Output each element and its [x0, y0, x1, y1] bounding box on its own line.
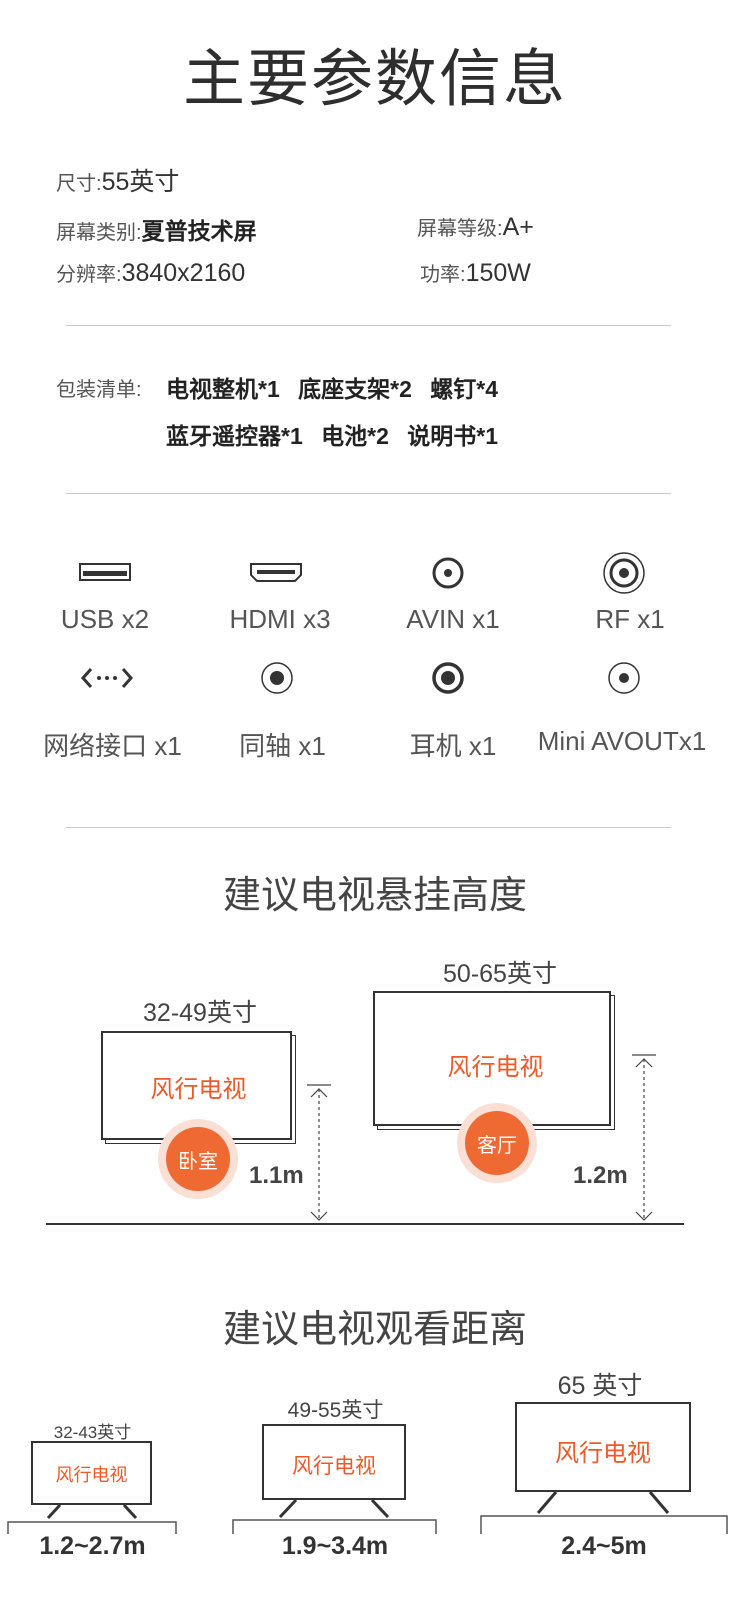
port-label-headphone: 耳机 x1: [409, 731, 497, 761]
spec-size-value: 55英寸: [101, 168, 180, 196]
spec-screen-type: 屏幕类别:夏普技术屏: [56, 212, 257, 246]
rf-port-icon: [594, 552, 654, 594]
port-label-avin: AVIN x1: [406, 604, 500, 634]
port-label-hdmi: HDMI x3: [229, 604, 331, 634]
avin-port-icon: [418, 553, 478, 593]
viewing-tv-2: [262, 1424, 406, 1500]
viewing-distance-2: 1.9~3.4m: [281, 1532, 389, 1560]
height-arrows: [46, 1054, 684, 1225]
viewing-brand-1: 风行电视: [55, 1465, 128, 1485]
usb-port-icon: [75, 553, 135, 593]
divider: [66, 493, 671, 494]
spec-resolution-label: 分辨率:: [56, 264, 122, 286]
divider: [66, 325, 671, 326]
viewing-tv-1: [31, 1441, 152, 1505]
port-label-network: 网络接口 x1: [43, 731, 182, 761]
viewing-distance-1: 1.2~2.7m: [39, 1532, 146, 1560]
bedroom-badge: 卧室: [166, 1127, 230, 1191]
headphone-port-icon: [418, 658, 478, 698]
hanging-large-tv: [373, 991, 611, 1126]
spec-power: 功率:150W: [420, 258, 531, 288]
viewing-distance-3: 2.4~5m: [561, 1532, 647, 1560]
hanging-large-height: 1.2m: [573, 1162, 628, 1189]
port-label-mini-avout: Mini AVOUTx1: [537, 726, 707, 756]
network-port-icon: [77, 658, 137, 698]
spec-power-value: 150W: [465, 259, 531, 287]
mini-avout-port-icon: [594, 658, 654, 698]
living-room-badge: 客厅: [465, 1111, 529, 1175]
spec-screen-type-label: 屏幕类别:: [56, 222, 142, 244]
hanging-small-size-label: 32-49英寸: [143, 999, 257, 1027]
viewing-tv-3: [515, 1402, 691, 1492]
spec-screen-grade-label: 屏幕等级:: [417, 218, 503, 240]
spec-screen-grade-value: A+: [502, 213, 534, 241]
tv-stands-and-brackets: [7, 1491, 728, 1534]
port-label-rf: RF x1: [595, 604, 665, 634]
divider: [66, 827, 671, 828]
spec-screen-type-value: 夏普技术屏: [141, 218, 257, 244]
viewing-size-label-2: 49-55英寸: [287, 1399, 384, 1422]
page-title: 主要参数信息: [182, 45, 567, 114]
hanging-height-title: 建议电视悬挂高度: [222, 875, 527, 917]
package-label: 包装清单:: [56, 379, 142, 401]
spec-size-label: 尺寸:: [56, 173, 102, 195]
package-line-2: 蓝牙遥控器*1 电池*2 说明书*1: [166, 423, 499, 449]
viewing-brand-3: 风行电视: [555, 1440, 651, 1467]
hanging-small-tv: [101, 1031, 292, 1140]
viewing-size-label-3: 65 英寸: [557, 1372, 643, 1400]
port-label-coaxial: 同轴 x1: [239, 731, 326, 761]
package-line-1: 电视整机*1 底座支架*2 螺钉*4: [166, 376, 499, 402]
spec-screen-grade: 屏幕等级:A+: [417, 212, 534, 242]
hanging-large-size-label: 50-65英寸: [443, 960, 557, 988]
spec-size: 尺寸:55英寸: [56, 162, 179, 198]
spec-power-label: 功率:: [420, 264, 466, 286]
hanging-large-brand: 风行电视: [447, 1054, 544, 1081]
port-label-usb: USB x2: [60, 604, 150, 634]
coaxial-port-icon: [247, 658, 307, 698]
spec-resolution-value: 3840x2160: [121, 259, 246, 287]
viewing-size-label-1: 32-43英寸: [53, 1423, 132, 1442]
viewing-distance-title: 建议电视观看距离: [222, 1309, 527, 1351]
hanging-small-brand: 风行电视: [150, 1076, 247, 1103]
hdmi-port-icon: [246, 553, 306, 593]
spec-resolution: 分辨率:3840x2160: [56, 258, 245, 288]
viewing-brand-2: 风行电视: [292, 1455, 376, 1478]
hanging-small-height: 1.1m: [249, 1162, 304, 1189]
